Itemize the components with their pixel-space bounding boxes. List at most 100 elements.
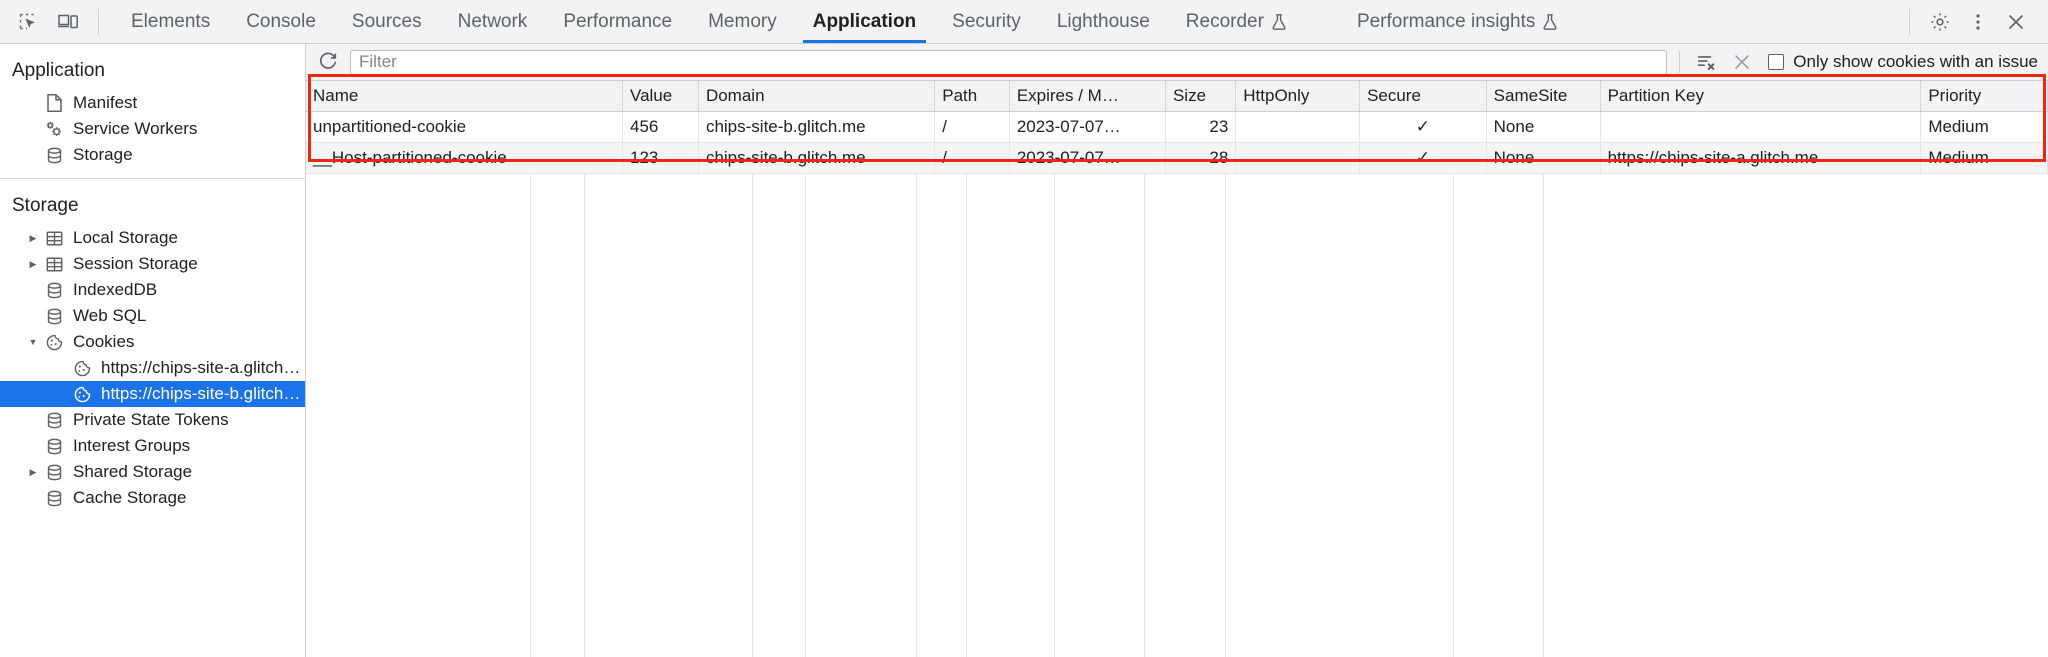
tab-performance[interactable]: Performance	[545, 0, 690, 43]
sidebar-item-label: Shared Storage	[73, 462, 193, 481]
tab-label: Performance insights	[1356, 10, 1536, 32]
chevron-right-icon[interactable]: ▶	[29, 466, 37, 477]
sidebar-item-manifest[interactable]: Manifest	[0, 90, 305, 116]
tab-security[interactable]: Security	[934, 0, 1039, 43]
cell-partitionkey	[1600, 111, 1922, 143]
sidebar-item-https-chips-site-a-glitch-me[interactable]: https://chips-site-a.glitch.me	[0, 355, 305, 381]
tab-elements[interactable]: Elements	[113, 0, 228, 43]
experiment-flask-icon	[1271, 13, 1287, 31]
sidebar-item-service-workers[interactable]: Service Workers	[0, 116, 305, 142]
clear-all-cookies-icon[interactable]	[1692, 48, 1720, 76]
cell-name: __Host-partitioned-cookie	[306, 142, 623, 174]
sidebar-item-indexeddb[interactable]: IndexedDB	[0, 277, 305, 303]
tab-label: Recorder	[1185, 10, 1264, 32]
column-header-name[interactable]: Name	[306, 81, 623, 112]
toolbar-divider-right	[1909, 8, 1910, 35]
column-header-secure[interactable]: Secure	[1359, 81, 1487, 112]
sidebar-section-application: Application Manifest Service Workers Sto…	[0, 44, 305, 179]
tab-network[interactable]: Network	[440, 0, 546, 43]
filter-input[interactable]	[350, 49, 1668, 75]
close-icon[interactable]	[1998, 4, 2034, 40]
tab-label: Security	[952, 10, 1021, 32]
sidebar-item-https-chips-site-b-glitch-me[interactable]: https://chips-site-b.glitch.me	[0, 381, 305, 407]
column-header-value[interactable]: Value	[622, 81, 699, 112]
cell-partitionkey: https://chips-site-a.glitch.me	[1600, 142, 1922, 174]
cookie-icon	[42, 333, 66, 352]
column-header-path[interactable]: Path	[934, 81, 1010, 112]
column-header-samesite[interactable]: SameSite	[1486, 81, 1601, 112]
chevron-down-icon[interactable]: ▼	[28, 337, 38, 347]
experiment-flask-icon	[1542, 13, 1558, 31]
devtools-tabbar: Elements Console Sources Network Performance…	[0, 0, 2048, 44]
sidebar-item-private-state-tokens[interactable]: Private State Tokens	[0, 407, 305, 433]
gear-icon[interactable]	[1922, 4, 1958, 40]
column-header-expires[interactable]: Expires / M…	[1009, 81, 1166, 112]
tab-lighthouse[interactable]: Lighthouse	[1039, 0, 1168, 43]
delete-selected-icon[interactable]	[1728, 48, 1756, 76]
cell-samesite: None	[1486, 111, 1601, 143]
sidebar-item-cache-storage[interactable]: Cache Storage	[0, 485, 305, 511]
sidebar-item-web-sql[interactable]: Web SQL	[0, 303, 305, 329]
sidebar-item-label: Storage	[73, 145, 133, 164]
cookies-filter-toolbar: Only show cookies with an issue	[306, 44, 2048, 81]
refresh-icon[interactable]	[314, 48, 342, 76]
tab-label: Application	[812, 10, 917, 32]
more-vertical-icon[interactable]	[1960, 4, 1996, 40]
cell-httponly	[1235, 142, 1361, 174]
cell-samesite: None	[1486, 142, 1601, 174]
database-icon	[42, 146, 66, 165]
tab-label: Sources	[351, 10, 422, 32]
sidebar-item-storage[interactable]: Storage	[0, 142, 305, 168]
tab-label: Elements	[131, 10, 211, 32]
sidebar-item-label: Interest Groups	[73, 436, 191, 455]
sidebar-item-shared-storage[interactable]: ▶ Shared Storage	[0, 459, 305, 485]
cell-path: /	[934, 111, 1010, 143]
database-icon	[42, 463, 66, 482]
panel-tabs: Elements Console Sources Network Performance…	[113, 0, 1903, 43]
sidebar-item-local-storage[interactable]: ▶ Local Storage	[0, 225, 305, 251]
cell-size: 23	[1165, 111, 1237, 143]
inspect-element-icon[interactable]	[10, 4, 46, 40]
device-toolbar-icon[interactable]	[50, 4, 86, 40]
tab-recorder[interactable]: Recorder	[1168, 0, 1305, 43]
column-header-httponly[interactable]: HttpOnly	[1235, 81, 1361, 112]
database-icon	[42, 489, 66, 508]
sidebar-header-storage: Storage	[12, 195, 79, 216]
database-icon	[42, 437, 66, 456]
chevron-right-icon[interactable]: ▶	[29, 258, 37, 269]
cookie-icon	[70, 359, 94, 378]
sidebar-item-label: Session Storage	[73, 254, 198, 273]
sidebar-item-session-storage[interactable]: ▶ Session Storage	[0, 251, 305, 277]
chevron-right-icon[interactable]: ▶	[29, 232, 37, 243]
tab-application[interactable]: Application	[795, 0, 934, 43]
column-header-priority[interactable]: Priority	[1920, 81, 2048, 112]
column-header-partitionkey[interactable]: Partition Key	[1600, 81, 1922, 112]
column-header-domain[interactable]: Domain	[698, 81, 936, 112]
sidebar-item-label: IndexedDB	[73, 280, 158, 299]
sidebar-item-interest-groups[interactable]: Interest Groups	[0, 433, 305, 459]
sidebar-item-cookies[interactable]: ▼ Cookies	[0, 329, 305, 355]
only-issues-checkbox[interactable]	[1768, 54, 1785, 70]
sidebar-item-label: Local Storage	[73, 228, 178, 247]
only-issues-checkbox-row[interactable]: Only show cookies with an issue	[1764, 52, 2038, 72]
only-issues-label: Only show cookies with an issue	[1793, 52, 2038, 71]
tab-console[interactable]: Console	[228, 0, 334, 43]
devtools-body: Application Manifest Service Workers Sto…	[0, 44, 2048, 657]
cookie-icon	[70, 385, 94, 404]
sidebar-header-application: Application	[12, 60, 105, 81]
cell-value: 456	[622, 111, 699, 143]
tab-sources[interactable]: Sources	[334, 0, 440, 43]
tab-label: Network	[457, 10, 528, 32]
tab-memory[interactable]: Memory	[690, 0, 795, 43]
cookies-panel: Only show cookies with an issue NameValu…	[306, 44, 2048, 657]
cell-domain: chips-site-b.glitch.me	[698, 142, 936, 174]
cell-secure: ✓	[1359, 142, 1487, 174]
column-header-size[interactable]: Size	[1165, 81, 1237, 112]
tab-performance-insights[interactable]: Performance insights	[1339, 0, 1576, 43]
tab-label: Console	[246, 10, 316, 32]
